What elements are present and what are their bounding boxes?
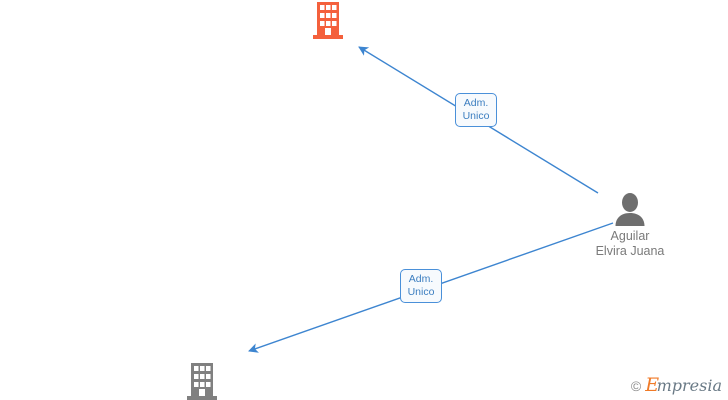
node-person-aguilar-elvira-juana[interactable]: Aguilar Elvira Juana xyxy=(574,193,686,259)
edge-label-line1: Adm. xyxy=(408,273,434,285)
empresia-logo-text: mpresia xyxy=(656,376,722,395)
person-icon[interactable] xyxy=(613,193,647,226)
node-person-label-line1: Aguilar xyxy=(610,229,650,243)
empresia-watermark: © E mpresia xyxy=(631,374,722,396)
edge-label-adm-unico-top[interactable]: Adm. Unico xyxy=(455,93,497,127)
building-icon[interactable] xyxy=(313,2,343,39)
node-company-bottom[interactable] xyxy=(174,363,230,400)
node-person-label-line2: Elvira Juana xyxy=(595,244,665,258)
building-icon[interactable] xyxy=(187,363,217,400)
node-company-top[interactable] xyxy=(300,2,356,42)
edge-label-line2: Unico xyxy=(462,110,490,122)
copyright-icon: © xyxy=(630,378,642,394)
edge-label-adm-unico-bottom[interactable]: Adm. Unico xyxy=(400,269,442,303)
empresia-logo-initial: E xyxy=(645,374,659,396)
edge-label-line1: Adm. xyxy=(463,97,489,109)
edge-label-line2: Unico xyxy=(407,286,435,298)
